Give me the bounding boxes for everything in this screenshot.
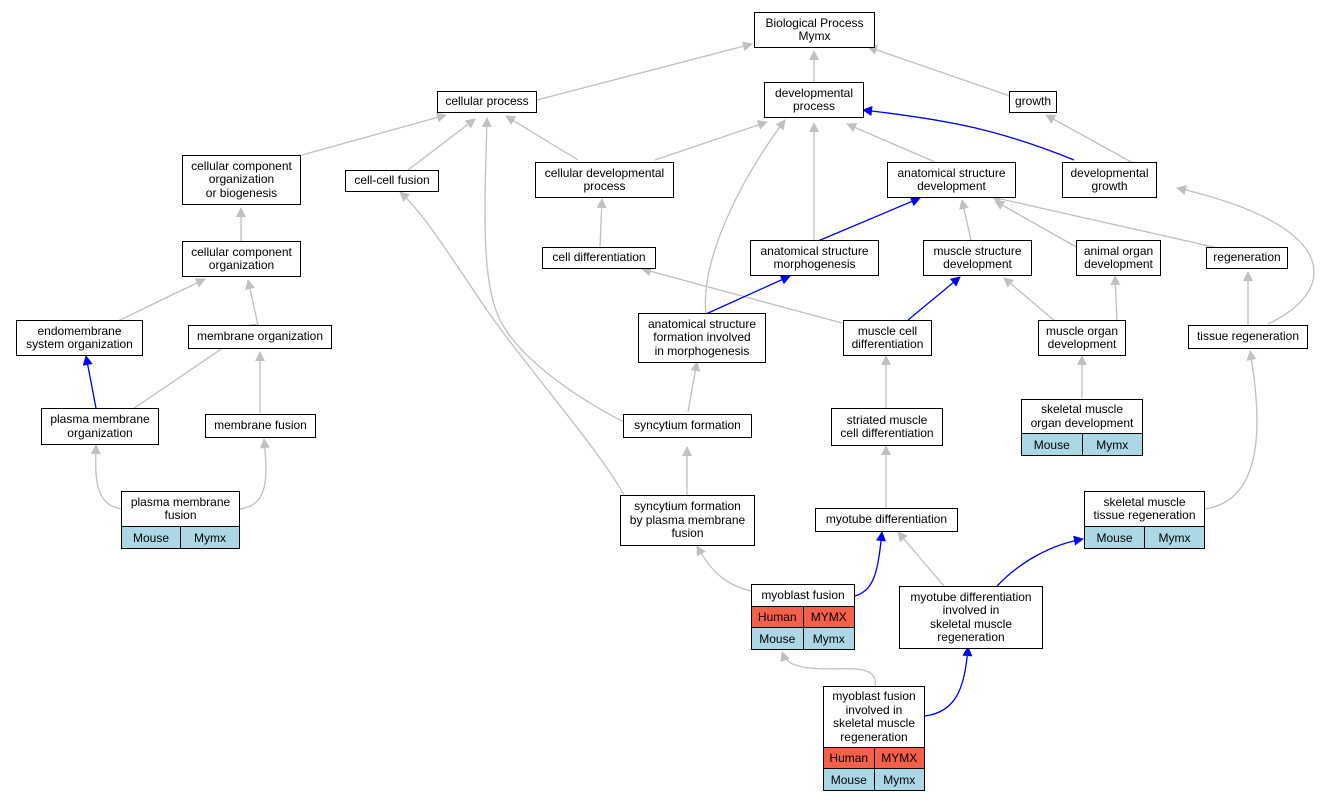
- node-cellular-process[interactable]: cellular process: [437, 91, 537, 113]
- edge: [867, 45, 1011, 97]
- species-cell[interactable]: Mouse: [1022, 434, 1082, 455]
- node-syncytium-formation[interactable]: syncytium formation: [623, 414, 752, 438]
- node-cellular-component-organization[interactable]: cellular component organization: [182, 241, 301, 277]
- node-muscle-organ-development[interactable]: muscle organ development: [1038, 320, 1126, 356]
- node-biological-process[interactable]: Biological Process Mymx: [754, 12, 875, 48]
- gene-cell[interactable]: Mymx: [1144, 527, 1204, 548]
- annotation-row-human: Human MYMX: [823, 748, 925, 769]
- node-animal-organ-development[interactable]: animal organ development: [1076, 240, 1161, 276]
- gene-cell[interactable]: Mymx: [1081, 434, 1142, 455]
- edge: [897, 531, 945, 587]
- annotation-row-human: Human MYMX: [751, 607, 855, 628]
- annotation-row-mouse: Mouse Mymx: [121, 527, 240, 549]
- edge: [536, 41, 753, 101]
- edge: [407, 118, 476, 171]
- node-myoblast-fusion[interactable]: myoblast fusion: [751, 584, 855, 607]
- edge-highlight: [924, 646, 973, 717]
- edge: [846, 122, 936, 163]
- edge-highlight: [996, 535, 1084, 587]
- edge-highlight: [705, 275, 791, 315]
- edge-highlight: [817, 196, 921, 242]
- node-anatomical-structure-development[interactable]: anatomical structure development: [887, 162, 1016, 198]
- edge: [1110, 275, 1121, 321]
- edge: [301, 112, 447, 156]
- edge: [596, 198, 607, 248]
- edge-highlight: [862, 106, 1075, 161]
- edge-highlight: [82, 355, 97, 409]
- node-regeneration[interactable]: regeneration: [1206, 247, 1288, 269]
- edge: [696, 545, 752, 592]
- edge: [245, 279, 259, 326]
- node-cell-differentiation[interactable]: cell differentiation: [542, 247, 656, 269]
- gene-cell[interactable]: MYMX: [873, 748, 924, 768]
- node-developmental-growth[interactable]: developmental growth: [1062, 162, 1157, 198]
- species-cell[interactable]: Mouse: [1085, 527, 1144, 548]
- edge: [90, 444, 123, 510]
- edge: [1176, 185, 1315, 325]
- gene-cell[interactable]: MYMX: [802, 607, 854, 627]
- edge: [654, 120, 768, 161]
- edge: [399, 191, 625, 496]
- node-endomembrane-system-organization[interactable]: endomembrane system organization: [16, 320, 143, 356]
- edge-highlight: [854, 531, 887, 597]
- edge: [239, 438, 270, 510]
- node-striated-muscle-cell-differentiation[interactable]: striated muscle cell differentiation: [831, 408, 943, 446]
- node-skeletal-muscle-tissue-regeneration[interactable]: skeletal muscle tissue regeneration: [1084, 491, 1205, 527]
- edge: [1003, 277, 1057, 323]
- node-muscle-cell-differentiation[interactable]: muscle cell differentiation: [843, 320, 932, 356]
- gene-cell[interactable]: Mymx: [180, 527, 239, 548]
- node-muscle-structure-development[interactable]: muscle structure development: [923, 240, 1032, 276]
- edge: [117, 278, 206, 322]
- edge: [481, 117, 629, 425]
- edge: [959, 199, 972, 241]
- node-anatomical-structure-morphogenesis[interactable]: anatomical structure morphogenesis: [750, 240, 879, 276]
- node-developmental-process[interactable]: developmental process: [764, 82, 864, 118]
- species-cell[interactable]: Mouse: [824, 769, 874, 790]
- annotation-row-mouse: Mouse Mymx: [1021, 434, 1143, 456]
- edge: [780, 651, 876, 689]
- annotation-row-mouse: Mouse Mymx: [823, 769, 925, 791]
- node-membrane-organization[interactable]: membrane organization: [188, 325, 332, 349]
- gene-cell[interactable]: Mymx: [802, 628, 854, 649]
- edge: [991, 194, 1219, 249]
- edge: [1204, 350, 1258, 510]
- species-cell[interactable]: Mouse: [122, 527, 180, 548]
- node-plasma-membrane-fusion[interactable]: plasma membrane fusion: [121, 491, 240, 527]
- node-myotube-differentiation[interactable]: myotube differentiation: [815, 508, 958, 532]
- edge: [994, 200, 1079, 249]
- node-plasma-membrane-organization[interactable]: plasma membrane organization: [41, 408, 159, 445]
- edge: [704, 119, 786, 316]
- node-myoblast-fusion-involved-in-regeneration[interactable]: myoblast fusion involved in skeletal mus…: [823, 686, 925, 748]
- node-membrane-fusion[interactable]: membrane fusion: [205, 414, 316, 438]
- annotation-row-mouse: Mouse Mymx: [1084, 527, 1205, 549]
- node-cellular-developmental-process[interactable]: cellular developmental process: [535, 162, 674, 198]
- edge-highlight: [907, 276, 961, 321]
- node-myotube-differentiation-involved-in-regeneration[interactable]: myotube differentiation involved in skel…: [899, 586, 1043, 649]
- annotation-row-mouse: Mouse Mymx: [751, 628, 855, 650]
- edge: [505, 115, 579, 161]
- node-growth[interactable]: growth: [1009, 91, 1057, 113]
- node-syncytium-formation-by-plasma-membrane-fusion[interactable]: syncytium formation by plasma membrane f…: [620, 495, 755, 546]
- node-cellular-component-organization-or-biogenesis[interactable]: cellular component organization or bioge…: [182, 155, 301, 205]
- node-cell-cell-fusion[interactable]: cell-cell fusion: [345, 170, 439, 192]
- node-tissue-regeneration[interactable]: tissue regeneration: [1188, 325, 1308, 349]
- edge: [687, 361, 701, 413]
- species-cell[interactable]: Human: [824, 748, 874, 768]
- species-cell[interactable]: Human: [752, 607, 803, 627]
- edge: [641, 266, 843, 324]
- node-anatomical-structure-formation[interactable]: anatomical structure formation involved …: [638, 313, 766, 363]
- edge: [1045, 114, 1134, 164]
- node-skeletal-muscle-organ-development[interactable]: skeletal muscle organ development: [1021, 399, 1143, 434]
- species-cell[interactable]: Mouse: [752, 628, 803, 649]
- gene-cell[interactable]: Mymx: [873, 769, 924, 790]
